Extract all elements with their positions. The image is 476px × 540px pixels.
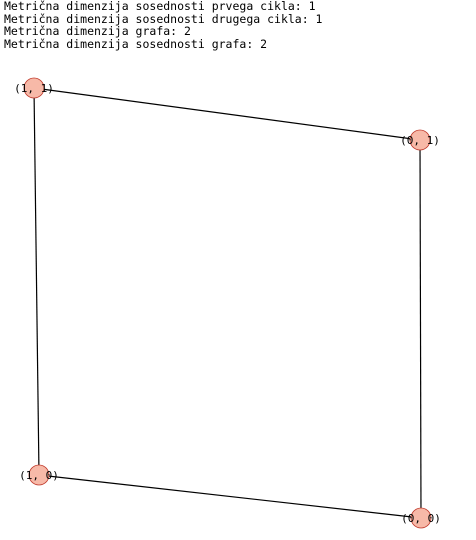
- edges-layer: [33, 87, 422, 519]
- graph-edge-1-1-to-0-1: [33, 87, 421, 141]
- console-output: Metrična dimenzija sosednosti prvega cik…: [4, 0, 323, 50]
- output-line-graph-dimension: Metrična dimenzija grafa: 2: [4, 24, 191, 38]
- graph-edge-1-0-to-0-0: [38, 474, 422, 519]
- output-line-first-cycle: Metrična dimenzija sosednosti prvega cik…: [4, 0, 316, 13]
- vertex-label: (1, 1): [14, 82, 54, 95]
- vertex-circle: [28, 464, 50, 486]
- vertex-circle: [409, 129, 431, 151]
- vertex-label: (1, 0): [19, 469, 59, 482]
- vertices-layer: (1, 1) (0, 1) (1, 0) (0, 0): [14, 77, 441, 529]
- graph-vertex-0-1: (0, 1): [400, 129, 440, 151]
- graph-edge-0-1-to-0-0: [419, 139, 422, 519]
- vertex-circle: [410, 507, 432, 529]
- graph-edge-1-1-to-1-0: [33, 87, 40, 476]
- graph-vertex-1-1: (1, 1): [14, 77, 54, 99]
- output-line-second-cycle: Metrična dimenzija sosednosti drugega ci…: [4, 11, 323, 26]
- vertex-label: (0, 1): [400, 134, 440, 147]
- graph-vertex-1-0: (1, 0): [19, 464, 59, 486]
- vertex-circle: [23, 77, 45, 99]
- output-line-graph-adjacency-dimension: Metrična dimenzija sosednosti grafa: 2: [4, 36, 268, 51]
- graph-vertex-0-0: (0, 0): [401, 507, 441, 529]
- vertex-label: (0, 0): [401, 512, 441, 525]
